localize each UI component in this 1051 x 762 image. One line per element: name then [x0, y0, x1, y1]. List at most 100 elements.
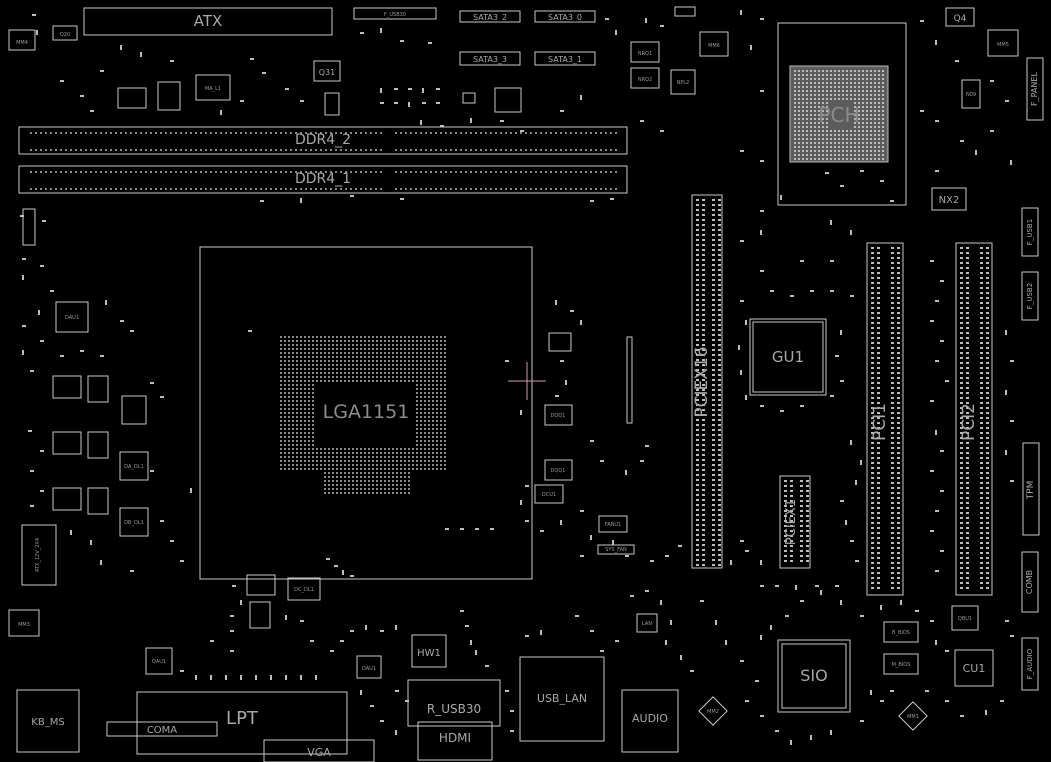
dimm-pin: [290, 171, 292, 173]
slot-pin: [784, 495, 787, 497]
lga-pin: [308, 456, 310, 458]
slot-pin: [790, 485, 793, 487]
pch-ball: [858, 74, 860, 76]
lga-pin: [336, 484, 338, 486]
lga-pin: [340, 372, 342, 374]
slot-pin: [712, 229, 715, 231]
slot-pin: [891, 472, 894, 474]
lga-pin: [324, 456, 326, 458]
dau1b-label: DAU1: [362, 666, 376, 672]
dimm-pin: [545, 171, 547, 173]
lga-pin: [432, 348, 434, 350]
smd-pad: [32, 14, 36, 16]
slot-pin: [966, 517, 969, 519]
pch-ball: [802, 86, 804, 88]
slot-pin: [712, 334, 715, 336]
pch-ball: [818, 70, 820, 72]
dimm-pin: [400, 132, 402, 134]
slot-pin: [696, 429, 699, 431]
lga-pin: [376, 464, 378, 466]
lga-pin: [348, 340, 350, 342]
pch-ball: [858, 106, 860, 108]
atx-12v-label: ATX_12V_2X4: [35, 538, 41, 572]
slot-pin: [702, 214, 705, 216]
smd-pad: [645, 445, 649, 447]
lga-pin: [436, 348, 438, 350]
dimm-pin: [110, 171, 112, 173]
lga-pin: [436, 428, 438, 430]
dimm-pin: [260, 188, 262, 190]
slot-pin: [712, 274, 715, 276]
lga-pin: [392, 340, 394, 342]
lga-pin: [296, 372, 298, 374]
lga-pin: [428, 464, 430, 466]
lga-pin: [284, 448, 286, 450]
dimm-pin: [450, 132, 452, 134]
lga-pin: [296, 344, 298, 346]
dimm-pin: [540, 171, 542, 173]
dc-dl1-inductor: [287, 577, 321, 601]
slot-pin: [966, 437, 969, 439]
lga-pin: [400, 460, 402, 462]
npl2-label: NPL2: [677, 80, 690, 86]
slot-pin: [718, 334, 721, 336]
pch-ball: [870, 134, 872, 136]
pch-ball: [822, 86, 824, 88]
smd-pad: [935, 40, 937, 45]
lga-pin: [288, 344, 290, 346]
lga-pin: [320, 364, 322, 366]
pch-ball: [882, 90, 884, 92]
slot-pin: [986, 372, 989, 374]
slot-pin: [718, 439, 721, 441]
lga-pin: [384, 364, 386, 366]
lga-pin: [280, 416, 282, 418]
smd-pad: [36, 30, 38, 35]
slot-pin: [784, 515, 787, 517]
lga-pin: [328, 376, 330, 378]
lga-pin: [284, 428, 286, 430]
dimm-pin: [210, 149, 212, 151]
slot-pin: [980, 452, 983, 454]
pch-ball: [806, 70, 808, 72]
slot-pin: [897, 352, 900, 354]
dimm-pin: [205, 188, 207, 190]
smd-pad: [945, 700, 949, 702]
pch-ball: [854, 134, 856, 136]
slot-pin: [871, 372, 874, 374]
lga-pin: [380, 336, 382, 338]
slot-pin: [891, 392, 894, 394]
lga-pin: [436, 372, 438, 374]
smd-pad: [840, 500, 844, 502]
slot-pin: [877, 487, 880, 489]
smd-pad: [190, 488, 192, 493]
slot-pin: [891, 382, 894, 384]
smd-pad: [360, 32, 364, 34]
lga-pin: [388, 468, 390, 470]
lga-pin: [360, 476, 362, 478]
slot-pin: [966, 277, 969, 279]
lga-pin: [344, 348, 346, 350]
lga-pin: [408, 360, 410, 362]
lga-pin: [284, 436, 286, 438]
pch-ball: [818, 150, 820, 152]
dimm-pin: [600, 132, 602, 134]
pch-ball: [854, 146, 856, 148]
lga-pin: [364, 456, 366, 458]
slot-pin: [986, 437, 989, 439]
dimm-pin: [335, 132, 337, 134]
dimm-pin: [575, 149, 577, 151]
pci1-pins: [871, 247, 900, 589]
lga-pin: [392, 456, 394, 458]
slot-pin: [696, 279, 699, 281]
slot-pin: [980, 482, 983, 484]
npl2-chip: [670, 69, 696, 95]
slot-pin: [897, 422, 900, 424]
pch-ball: [854, 98, 856, 100]
lga-pin: [420, 344, 422, 346]
pch-ball: [834, 94, 836, 96]
dimm-pin: [375, 171, 377, 173]
slot-pin: [897, 582, 900, 584]
dimm-pin: [600, 188, 602, 190]
slot-pin: [702, 304, 705, 306]
lga-pin: [284, 452, 286, 454]
